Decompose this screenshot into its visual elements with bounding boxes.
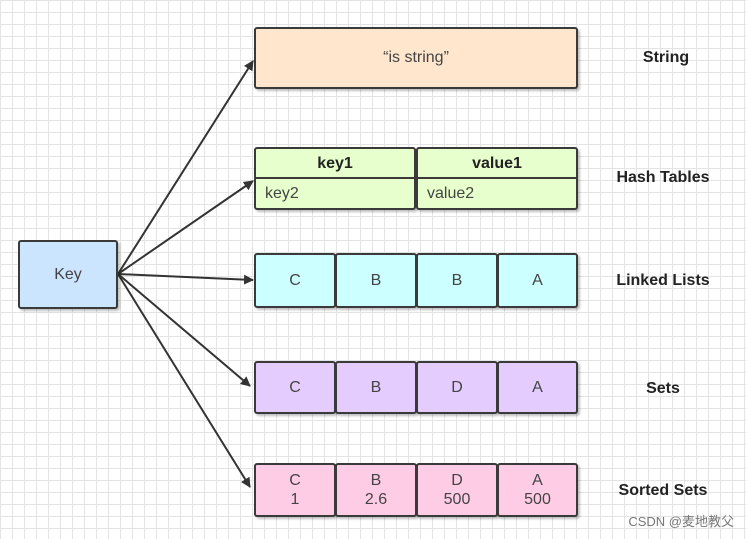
hash-header-key: key1 <box>256 149 414 179</box>
sorted-set-score: 500 <box>443 491 471 508</box>
sorted-set-score: 1 <box>290 491 300 508</box>
sets-type-label: Sets <box>646 380 680 397</box>
sorted-sets: C 1 B 2.6 D 500 A 500 <box>254 463 578 517</box>
hash-key-column: key1 key2 <box>254 147 416 210</box>
linked-list-item: C <box>254 253 336 308</box>
linked-list-item: B <box>416 253 498 308</box>
key-box: Key <box>18 240 118 309</box>
hash-type-label: Hash Tables <box>616 169 710 186</box>
hash-row-value: value2 <box>427 185 475 202</box>
sorted-set-item: C 1 <box>254 463 336 517</box>
hash-row-key: key2 <box>265 185 299 202</box>
sets: C B D A <box>254 361 578 414</box>
string-type-label: String <box>642 49 690 66</box>
hash-header-value: value1 <box>418 149 576 179</box>
sorted-sets-type-label: Sorted Sets <box>618 482 708 499</box>
watermark: CSDN @麦地教父 <box>628 514 734 529</box>
set-item: A <box>497 361 578 414</box>
sorted-set-member: D <box>451 472 463 489</box>
sorted-set-member: A <box>532 472 543 489</box>
sorted-set-item: B 2.6 <box>335 463 417 517</box>
arrow-to-linked-list <box>117 273 254 285</box>
string-value: “is string” <box>383 49 449 66</box>
linked-list: C B B A <box>254 253 578 308</box>
sorted-set-score: 2.6 <box>364 491 388 508</box>
linked-list-type-label: Linked Lists <box>616 272 710 289</box>
sorted-set-member: B <box>370 472 382 489</box>
linked-list-item: B <box>335 253 417 308</box>
set-item: B <box>335 361 417 414</box>
set-item: C <box>254 361 336 414</box>
sorted-set-item: A 500 <box>497 463 578 517</box>
arrow-to-sorted-sets <box>117 273 251 488</box>
key-label: Key <box>54 265 82 283</box>
string-box: “is string” <box>254 27 578 89</box>
hash-table: key1 key2 value1 value2 <box>254 147 578 210</box>
sorted-set-score: 500 <box>524 491 551 508</box>
arrow-to-hash <box>117 180 254 275</box>
sorted-set-member: C <box>289 472 301 489</box>
sorted-set-item: D 500 <box>416 463 498 517</box>
arrow-to-sets <box>117 273 251 387</box>
arrow-to-string <box>117 60 254 275</box>
linked-list-item: A <box>497 253 578 308</box>
set-item: D <box>416 361 498 414</box>
hash-value-column: value1 value2 <box>416 147 578 210</box>
